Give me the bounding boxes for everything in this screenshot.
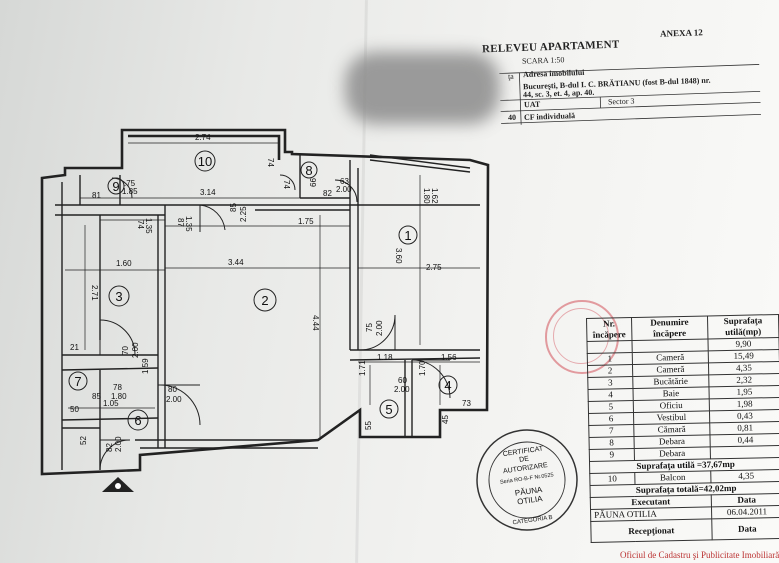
dim-label: 1.70 xyxy=(418,360,427,376)
dim-label: 1.62 xyxy=(430,188,439,204)
dim-label: 1.35 xyxy=(184,216,193,232)
dim-label: 85 xyxy=(92,392,101,401)
dim-label: 70 xyxy=(121,346,130,355)
dim-label: 75 xyxy=(365,323,374,332)
dim-label: 74 xyxy=(282,180,291,189)
room-6-number: 6 xyxy=(134,413,141,428)
authorization-stamp: CERTIFICAT DE AUTORIZARE Seria RO-B-F Nr… xyxy=(476,429,578,531)
header-cell: Nr. încăpere xyxy=(586,317,632,342)
table-cell: 3 xyxy=(587,376,633,390)
dim-label: 3.14 xyxy=(200,188,216,197)
red-seal-inner-ring xyxy=(553,308,609,364)
dim-label: 1.71 xyxy=(358,360,367,376)
dim-label: 52 xyxy=(79,436,88,445)
dim-label: 99 xyxy=(308,178,317,187)
dim-label: 2.00 xyxy=(336,185,352,194)
dim-label: 60 xyxy=(398,376,407,385)
red-seal-stamp xyxy=(545,300,619,374)
entrance-arrow-icon xyxy=(102,477,134,492)
dim-label: 2.75 xyxy=(426,263,442,272)
room-4-number: 4 xyxy=(444,378,451,393)
header-cell: Suprafaţa utilă(mp) xyxy=(707,314,779,339)
stamp-text: PĂUNA xyxy=(514,485,543,498)
room-10-number: 10 xyxy=(198,154,212,169)
dim-label: 1.80 xyxy=(111,392,127,401)
dim-label: 50 xyxy=(70,405,79,414)
dim-label: .75 xyxy=(124,179,136,188)
dim-label: 74 xyxy=(266,158,275,167)
dim-label: 85 xyxy=(229,203,238,212)
table-cell: 2 xyxy=(587,364,633,378)
table-cell: 7 xyxy=(588,424,634,438)
dim-label: 2.00 xyxy=(131,342,140,358)
dim-label: 55 xyxy=(364,421,373,430)
room-5-number: 5 xyxy=(385,402,392,417)
dim-label: 82 xyxy=(323,189,332,198)
receptionat-label-cell: Recepţionat xyxy=(590,518,712,543)
header-cell: Denumire încăpere xyxy=(631,315,708,341)
dim-label: 2.00 xyxy=(166,395,182,404)
room-3-number: 3 xyxy=(115,289,122,304)
dim-label: 1.85 xyxy=(122,187,138,196)
data-label-cell-2: Data xyxy=(711,517,779,540)
table-cell: 8 xyxy=(589,436,635,450)
dim-label: 87 xyxy=(176,218,185,227)
dim-label: 2.00 xyxy=(114,436,123,452)
dim-label: 78 xyxy=(113,383,122,392)
table-cell: 4 xyxy=(587,388,634,402)
stamp-inner-ring xyxy=(488,441,566,519)
dim-label: 3.60 xyxy=(394,248,403,264)
dim-label: 2.00 xyxy=(394,385,410,394)
dim-label: 1.59 xyxy=(141,358,150,374)
dim-label: 63 xyxy=(340,177,349,186)
stamp-outer-ring xyxy=(476,429,578,531)
room-8-number: 8 xyxy=(305,163,312,178)
dim-label: 1.35 xyxy=(144,218,153,234)
room-1-number: 1 xyxy=(404,228,411,243)
stamp-text: DE xyxy=(519,456,530,464)
room-7-number: 7 xyxy=(74,374,81,389)
surface-table: Nr. încăpere Denumire încăpere Suprafaţa… xyxy=(586,314,779,543)
dim-label: 82 xyxy=(105,443,114,452)
table-cell: 9 xyxy=(589,448,635,462)
dim-label: 4.44 xyxy=(311,315,320,331)
dim-label: 1.05 xyxy=(103,399,119,408)
stamp-text: CATEGORIA B xyxy=(512,515,553,527)
dim-label: 1.18 xyxy=(377,353,393,362)
dim-label: 2.71 xyxy=(90,285,99,301)
room-2-number: 2 xyxy=(261,293,268,308)
dim-label: 1.60 xyxy=(116,259,132,268)
dim-label: 74 xyxy=(136,220,145,229)
table-cell xyxy=(586,340,633,354)
dim-label: 1.56 xyxy=(441,353,457,362)
dim-label: 80 xyxy=(168,385,177,394)
dim-label: 2.25 xyxy=(239,206,248,222)
office-footer-text: Oficiul de Cadastru şi Publicitate Imobi… xyxy=(620,550,779,560)
dim-label: 45 xyxy=(441,415,450,424)
dim-label: 1.80 xyxy=(422,188,431,204)
redacted-area xyxy=(345,52,500,124)
dim-label: 1.75 xyxy=(298,217,314,226)
stamp-text: OTILIA xyxy=(517,494,544,507)
table-cell: 5 xyxy=(588,400,634,414)
dim-label: 2.00 xyxy=(375,320,384,336)
balcon-nr-cell: 10 xyxy=(589,472,635,486)
dim-label: 73 xyxy=(462,399,471,408)
table-cell: 6 xyxy=(588,412,634,426)
dim-label: 2.74 xyxy=(195,133,211,142)
table-header-row: Nr. încăpere Denumire încăpere Suprafaţa… xyxy=(586,314,779,342)
dim-label: 3.44 xyxy=(228,258,244,267)
dim-label: 81 xyxy=(92,191,101,200)
table-cell: 1 xyxy=(587,352,633,366)
dim-label: 21 xyxy=(70,343,79,352)
room-9-number: 9 xyxy=(112,179,119,194)
